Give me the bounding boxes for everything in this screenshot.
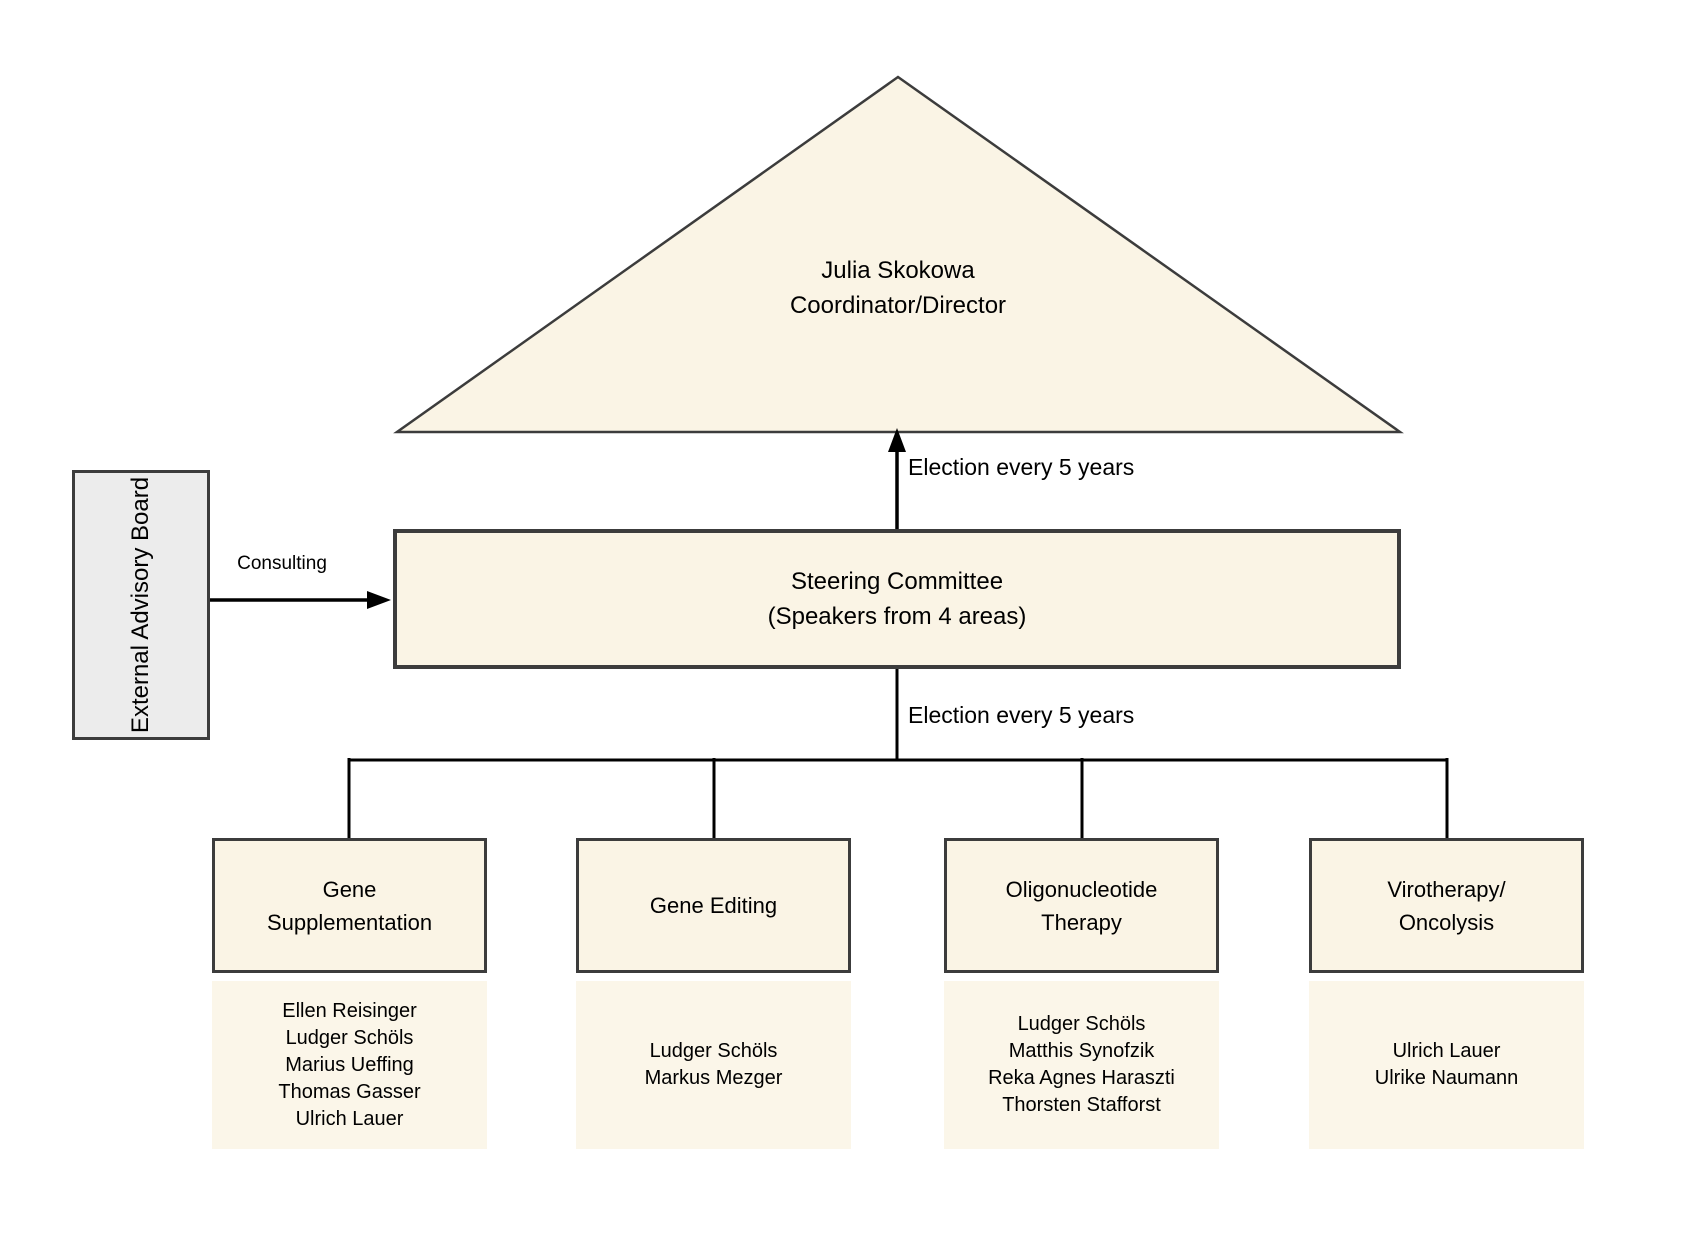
coordinator-label: Julia Skokowa Coordinator/Director (698, 253, 1098, 323)
area-title-line: Oncolysis (1398, 909, 1495, 935)
coordinator-role: Coordinator/Director (789, 292, 1007, 319)
area-title-line: Virotherapy/ (1387, 876, 1506, 902)
steering-committee-box: Steering Committee (Speakers from 4 area… (393, 529, 1401, 669)
area-title-line: Oligonucleotide (1005, 876, 1158, 902)
member-name: Matthis Synofzik (1008, 1040, 1155, 1062)
steering-committee-subtitle: (Speakers from 4 areas) (767, 603, 1027, 630)
area-title-line: Gene (322, 876, 377, 902)
area-title-line: Therapy (1041, 909, 1122, 935)
election-arrow-up-head (888, 428, 906, 452)
member-name: Ulrich Lauer (295, 1107, 404, 1130)
member-name: Thorsten Stafforst (1002, 1094, 1161, 1116)
member-name: Marius Ueffing (285, 1053, 414, 1076)
area-title-line: Supplementation (266, 909, 433, 935)
member-name: Reka Agnes Haraszti (988, 1067, 1175, 1089)
member-name: Ulrich Lauer (1392, 1040, 1501, 1062)
member-name: Markus Mezger (644, 1067, 783, 1089)
election-label-top: Election every 5 years (908, 454, 1135, 480)
election-label-bottom: Election every 5 years (908, 702, 1135, 728)
member-name: Ludger Schöls (1017, 1013, 1146, 1035)
area-box-gene-editing: Gene Editing (576, 838, 851, 973)
member-name: Ludger Schöls (649, 1040, 778, 1062)
consulting-arrow-head (367, 591, 391, 609)
area-box-virotherapy-oncolysis: Virotherapy/Oncolysis (1309, 838, 1584, 973)
coordinator-name: Julia Skokowa (821, 257, 975, 284)
member-name: Ulrike Naumann (1374, 1067, 1519, 1089)
external-advisory-board-label: External Advisory Board (127, 476, 154, 734)
member-name: Thomas Gasser (278, 1080, 421, 1103)
area-title-line: Gene Editing (649, 893, 778, 918)
external-advisory-board-box: External Advisory Board (72, 470, 210, 740)
consulting-label: Consulting (237, 553, 327, 574)
member-name: Ellen Reisinger (282, 999, 417, 1022)
steering-committee-title: Steering Committee (790, 568, 1004, 595)
member-name: Ludger Schöls (285, 1026, 414, 1049)
